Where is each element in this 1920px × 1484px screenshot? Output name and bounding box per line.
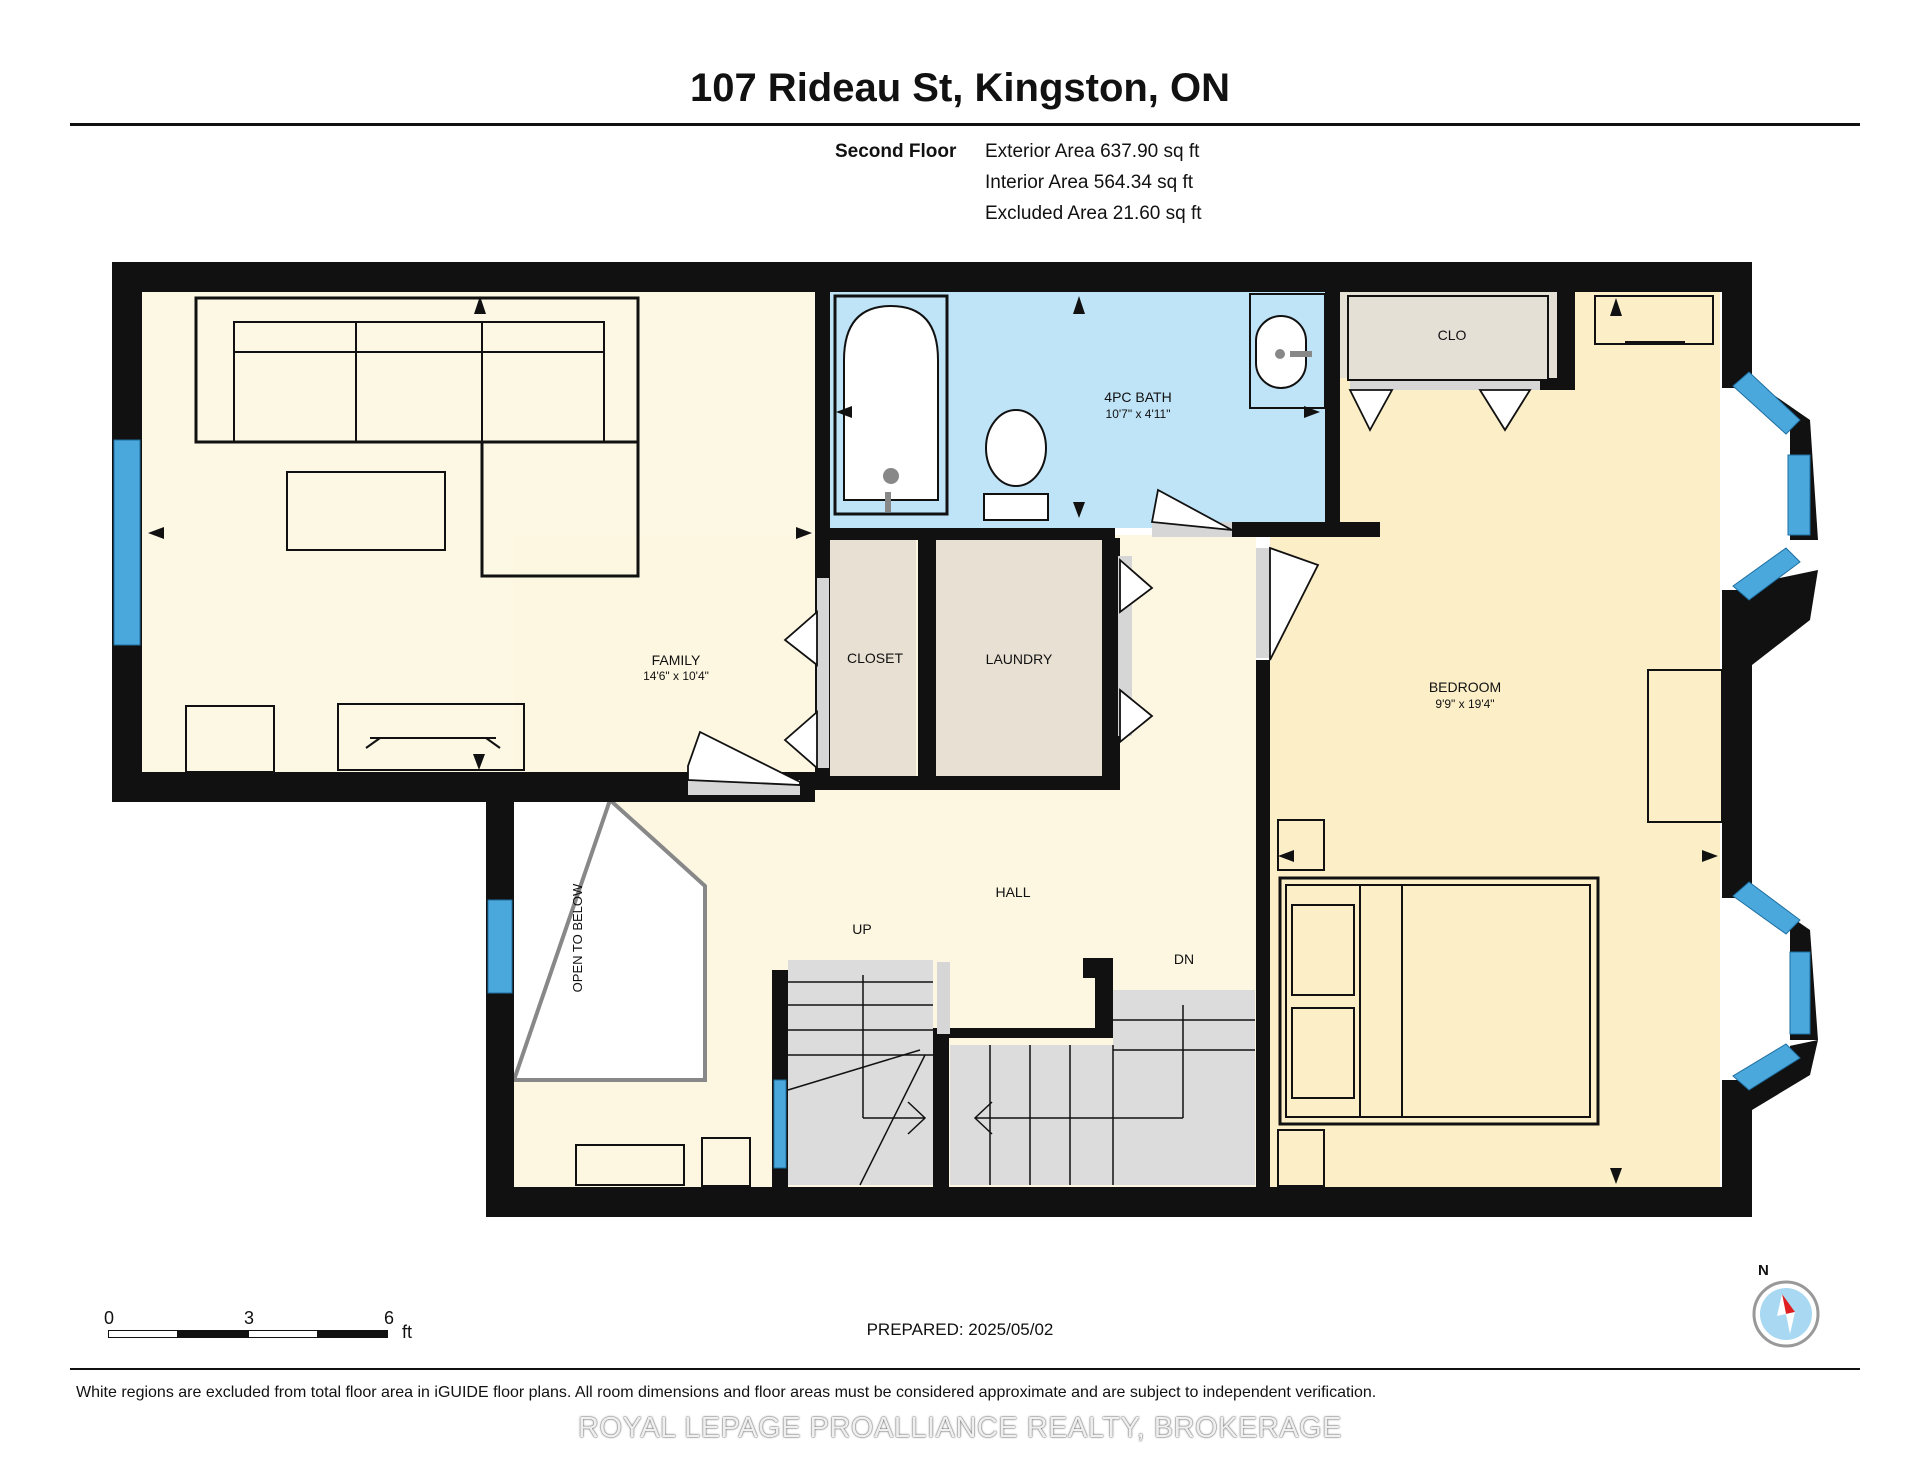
clo-label: CLO [1438,327,1467,343]
scale-unit: ft [402,1322,413,1342]
header-divider [70,123,1860,126]
bay-interiors [1722,388,1790,1080]
bath-dims: 10'7" x 4'11" [1106,407,1171,421]
stairs-up [788,960,933,1185]
page-title: 107 Rideau St, Kingston, ON [689,66,1231,110]
scale-tick-6: 6 [384,1308,395,1328]
scale-tick-0: 0 [104,1308,115,1328]
compass-north-label: N [1758,1262,1769,1279]
windows [113,371,1811,1169]
bedroom-fixtures [1277,295,1723,1187]
scale-bar: 0 3 6 ft [104,1308,412,1348]
scale-segment-4 [318,1330,388,1338]
closet-label: CLOSET [847,650,903,666]
up-label: UP [852,921,871,937]
exterior-area: Exterior Area 637.90 sq ft [985,141,1200,162]
family-fixtures [185,296,640,773]
family-dims: 14'6" x 10'4" [643,669,709,683]
bedroom-label: BEDROOM [1429,679,1501,695]
scale-segment-2 [178,1330,248,1338]
laundry-floor [936,538,1102,776]
scale-segment-3 [248,1330,318,1338]
closet-floor [830,538,916,776]
brokerage-watermark: ROYAL LEPAGE PROALLIANCE REALTY, BROKERA… [578,1412,1342,1444]
compass-icon [1752,1280,1820,1348]
dn-label: DN [1174,951,1194,967]
footer-divider [70,1368,1860,1370]
open-to-below-area [514,800,705,1080]
stair-treads [787,975,1255,1186]
bedroom-dims: 9'9" x 19'4" [1435,697,1494,711]
open-to-below-label: OPEN TO BELOW [570,883,585,992]
compass-rose: N [1746,1262,1822,1352]
bath-fixtures [833,293,1326,521]
excluded-area: Excluded Area 21.60 sq ft [985,203,1202,224]
laundry-label: LAUNDRY [986,651,1053,667]
stairs-down-lower [950,1045,1255,1185]
prepared-date: PREPARED: 2025/05/02 [866,1320,1054,1339]
scale-tick-3: 3 [244,1308,255,1328]
interior-area: Interior Area 564.34 sq ft [985,172,1194,193]
door-swings [687,389,1532,786]
open-to-below-outline [511,796,707,1082]
bath-label: 4PC BATH [1104,389,1171,405]
disclaimer-text: White regions are excluded from total fl… [76,1384,1377,1401]
floor-name: Second Floor [835,141,957,162]
photo-markers [148,296,1718,1184]
scale-segment-1 [108,1330,178,1338]
hall-fixtures [575,1137,751,1187]
family-label: FAMILY [652,652,701,668]
hall-label: HALL [995,884,1030,900]
